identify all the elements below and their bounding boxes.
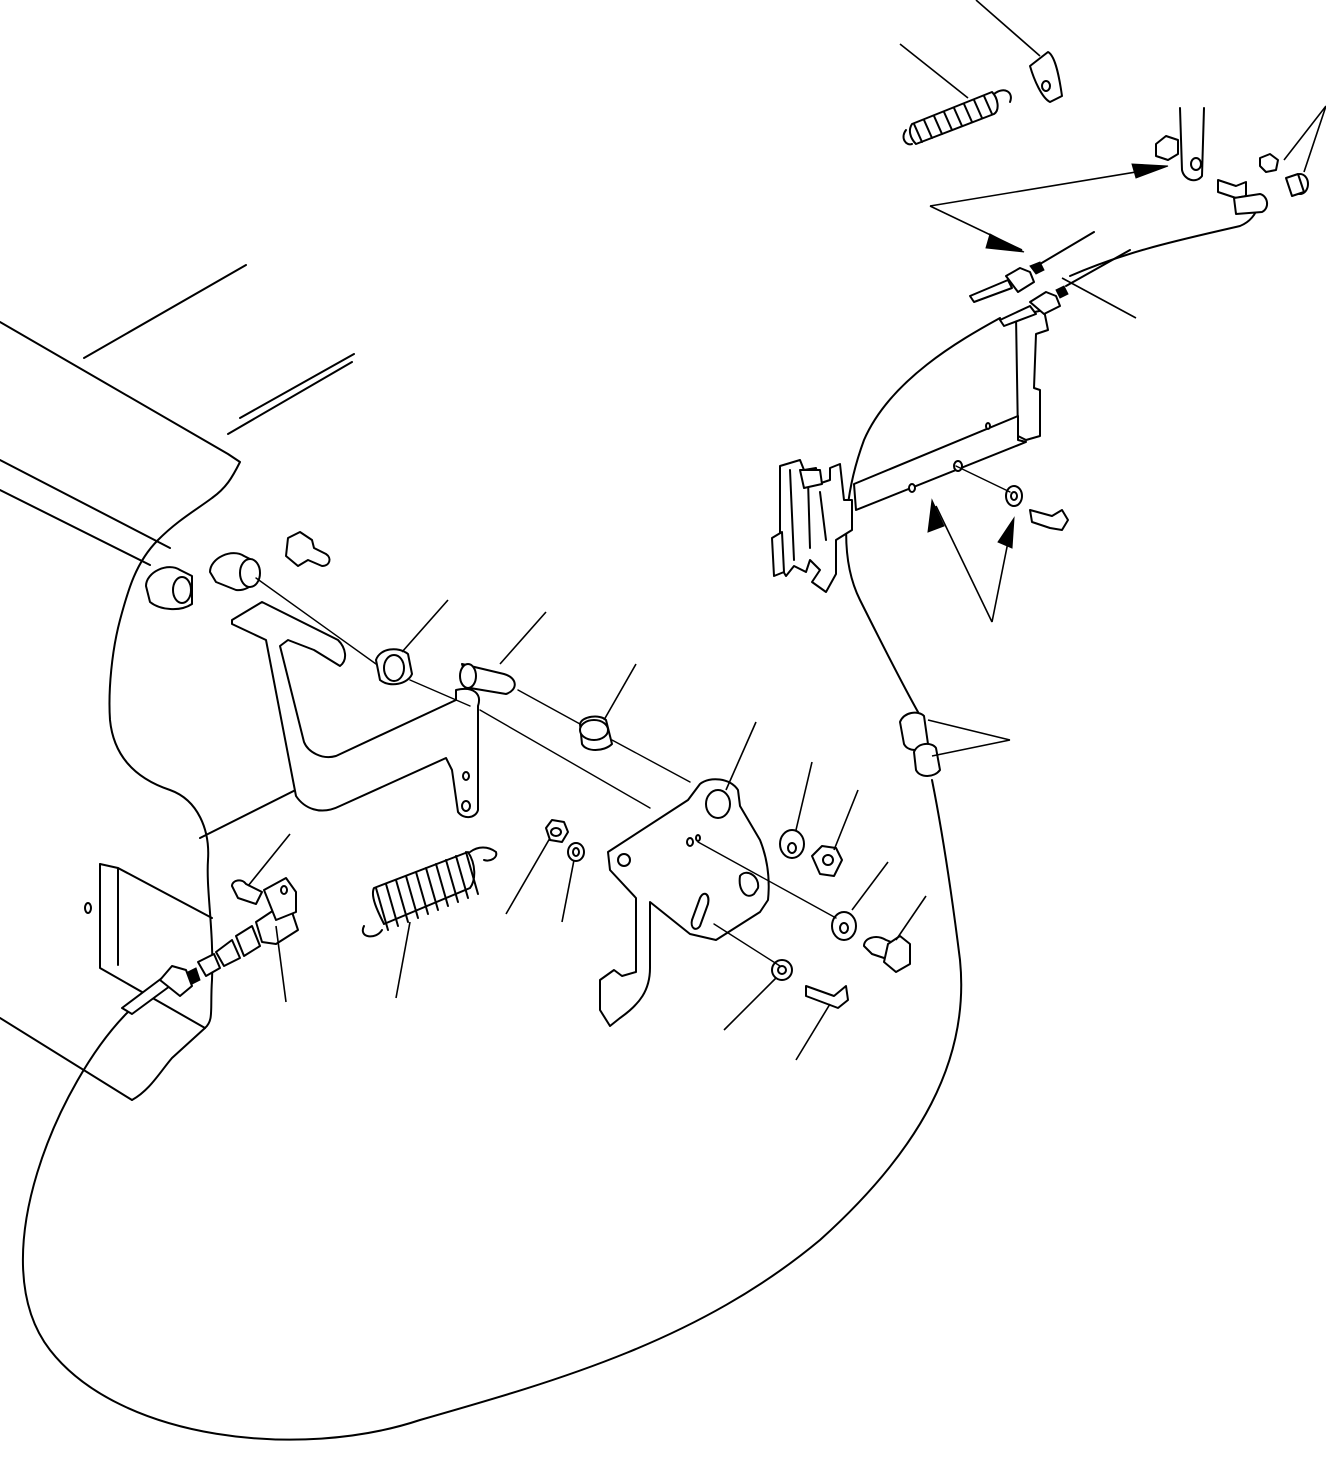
upper-bolt-axis xyxy=(955,465,1011,493)
mounting-bracket xyxy=(599,778,770,1027)
control-cable-top xyxy=(1069,205,1259,277)
assembly-centerline xyxy=(255,577,651,809)
clevis-pin xyxy=(231,879,263,905)
control-cable-upper xyxy=(845,317,1001,713)
cable-end-lower xyxy=(121,877,299,1015)
upper-washer-bolt xyxy=(1005,485,1069,531)
shaft-spacer xyxy=(145,552,261,610)
cable-coupler xyxy=(899,711,941,777)
control-cable xyxy=(21,779,963,1441)
flanged-bushing xyxy=(579,715,613,751)
arrowheads xyxy=(927,163,1169,549)
assembly-centerline-2 xyxy=(517,689,691,783)
cable-adjuster-upper xyxy=(969,231,1131,327)
bushing xyxy=(375,648,413,686)
pin-bolt xyxy=(285,531,331,567)
return-spring xyxy=(361,846,498,938)
brake-pedal xyxy=(231,601,480,818)
washer-nut-group xyxy=(545,819,857,981)
lever-bracket-upper xyxy=(771,309,1049,593)
spring-clip xyxy=(1029,51,1063,103)
pedal-shaft xyxy=(459,663,516,695)
upper-spring xyxy=(902,89,1012,146)
leader-lines xyxy=(247,0,1326,1061)
bolt-axis xyxy=(697,841,837,967)
hex-bolt xyxy=(805,935,911,1009)
lever-upper-right xyxy=(1155,107,1309,215)
floor-panel xyxy=(0,264,456,1101)
